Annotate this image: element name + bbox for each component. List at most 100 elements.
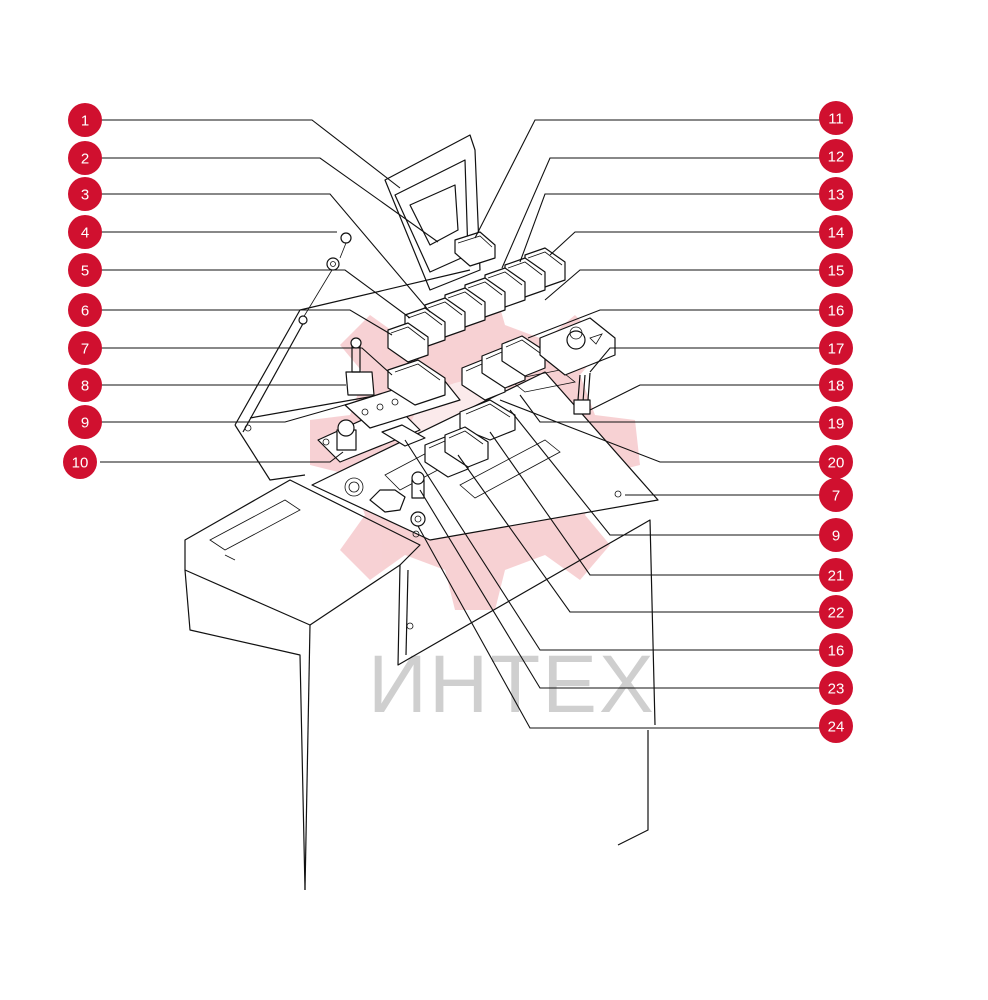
- callout-12: 12: [819, 139, 853, 173]
- indicator-lamp: [336, 419, 357, 451]
- callout-7: 7: [819, 478, 853, 512]
- callout-label: 16: [828, 643, 845, 660]
- callout-6: 6: [68, 293, 102, 327]
- callout-3: 3: [68, 177, 102, 211]
- callout-circle: [68, 215, 102, 249]
- callout-7: 7: [68, 331, 102, 365]
- callout-circle: [68, 368, 102, 402]
- fasteners: [298, 232, 426, 527]
- rocker-switch: [454, 231, 496, 267]
- callout-20: 20: [819, 445, 853, 479]
- blank-cover: [381, 424, 426, 447]
- callout-circle: [819, 215, 853, 249]
- callout-circle: [819, 633, 853, 667]
- callout-14: 14: [819, 215, 853, 249]
- callout-label: 1: [81, 113, 89, 130]
- callout-label: 23: [828, 681, 845, 698]
- callouts-left: 1 2 3 4 5 6 7 8 9 10: [63, 103, 102, 479]
- dashboard-housing: [184, 134, 656, 891]
- callout-22: 22: [819, 595, 853, 629]
- callout-label: 18: [828, 378, 845, 395]
- callout-label: 21: [828, 568, 845, 585]
- callout-circle: [819, 709, 853, 743]
- callout-circle: [68, 405, 102, 439]
- callout-circle: [819, 518, 853, 552]
- callout-label: 7: [832, 488, 840, 505]
- watermark-text: ИНТЕХ: [368, 639, 656, 730]
- callout-label: 9: [832, 528, 840, 545]
- control-module: [539, 317, 616, 415]
- callout-label: 9: [81, 415, 89, 432]
- callout-19: 19: [819, 406, 853, 440]
- callout-circle: [68, 103, 102, 137]
- callout-label: 5: [81, 263, 89, 280]
- callout-4: 4: [68, 215, 102, 249]
- callout-label: 12: [828, 149, 845, 166]
- callout-24: 24: [819, 709, 853, 743]
- rocker-switch-row-middle: [381, 335, 546, 478]
- callout-1: 1: [68, 103, 102, 137]
- callout-circle: [68, 331, 102, 365]
- callout-11: 11: [819, 101, 853, 135]
- callout-label: 11: [828, 111, 844, 128]
- callout-circle: [819, 331, 853, 365]
- callout-label: 20: [828, 455, 845, 472]
- callout-10: 10: [63, 445, 97, 479]
- callout-17: 17: [819, 331, 853, 365]
- callout-21: 21: [819, 558, 853, 592]
- callout-2: 2: [68, 141, 102, 175]
- callout-label: 2: [81, 151, 89, 168]
- callout-16: 16: [819, 293, 853, 327]
- rocker-switch: [387, 322, 429, 363]
- callout-18: 18: [819, 368, 853, 402]
- rocker-switch: [387, 359, 446, 406]
- callout-circle: [819, 139, 853, 173]
- toggle-switch: [345, 337, 375, 396]
- callout-13: 13: [819, 177, 853, 211]
- callout-circle: [68, 253, 102, 287]
- callout-label: 8: [81, 378, 89, 395]
- callout-circle: [819, 406, 853, 440]
- leader-lines-left: [100, 119, 439, 463]
- callout-label: 3: [81, 187, 89, 204]
- rocker-switch: [501, 335, 546, 377]
- callout-circle: [819, 177, 853, 211]
- callout-label: 13: [828, 187, 845, 204]
- callout-label: 19: [828, 416, 845, 433]
- rocker-switch: [444, 426, 489, 468]
- callout-9: 9: [68, 405, 102, 439]
- callout-label: 6: [81, 303, 89, 320]
- callout-circle: [819, 253, 853, 287]
- rocker-switch: [459, 399, 516, 441]
- leader-lines-right: [404, 119, 820, 729]
- callout-label: 4: [81, 225, 89, 242]
- callout-label: 7: [81, 341, 89, 358]
- callout-9: 9: [819, 518, 853, 552]
- callout-circle: [819, 445, 853, 479]
- callout-label: 24: [828, 719, 845, 736]
- callout-circle: [68, 177, 102, 211]
- callout-label: 14: [828, 225, 845, 242]
- callout-label: 16: [828, 303, 845, 320]
- callout-circle: [819, 101, 853, 135]
- callout-circle: [819, 671, 853, 705]
- callout-circle: [819, 595, 853, 629]
- rocker-switch-row-upper: [387, 231, 566, 363]
- callout-label: 15: [828, 263, 845, 280]
- callout-label: 22: [828, 605, 845, 622]
- callout-23: 23: [819, 671, 853, 705]
- callout-circle: [63, 445, 97, 479]
- callout-16: 16: [819, 633, 853, 667]
- callout-5: 5: [68, 253, 102, 287]
- callout-8: 8: [68, 368, 102, 402]
- callout-label: 10: [72, 455, 89, 472]
- callout-15: 15: [819, 253, 853, 287]
- callout-circle: [819, 478, 853, 512]
- callout-circle: [819, 293, 853, 327]
- callout-label: 17: [828, 341, 845, 358]
- callout-circle: [68, 141, 102, 175]
- callouts-right: 11 12 13 14 15 16 17 18 19 20 7 9 21 22 16 23 24: [819, 101, 853, 743]
- callout-circle: [68, 293, 102, 327]
- callout-circle: [819, 558, 853, 592]
